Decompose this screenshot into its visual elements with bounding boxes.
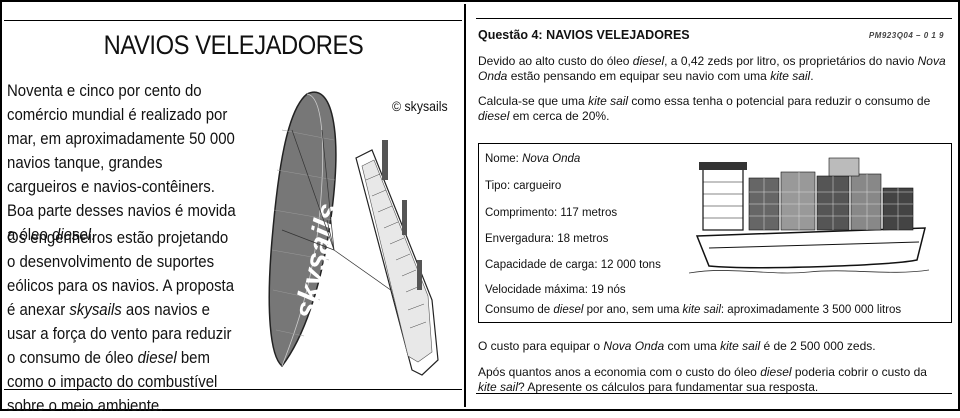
question-top-rule: [476, 18, 952, 19]
question-panel: Questão 4: NAVIOS VELEJADORES PM923Q04 –…: [466, 4, 956, 405]
spec-speed: Velocidade máxima: 19 nós: [485, 284, 626, 296]
bottom-rule: [4, 389, 462, 390]
spec-consumption: Consumo de diesel por ano, sem uma kite …: [485, 304, 902, 316]
question-bottom-rule: [476, 393, 952, 394]
spec-capacity: Capacidade de carga: 12 000 tons: [485, 259, 661, 271]
image-credit: © skysails: [392, 98, 448, 114]
panel-divider: [464, 4, 466, 407]
top-rule: [4, 20, 462, 21]
ship-specs-box: Nome: Nova Onda Tipo: cargueiro Comprime…: [478, 143, 952, 323]
question-code: PM923Q04 – 0 1 9: [868, 31, 944, 40]
spec-type: Tipo: cargueiro: [485, 180, 562, 192]
stimulus-paragraph-1: Noventa e cinco por cento do comércio mu…: [7, 81, 236, 244]
stimulus-paragraph-2: Os engenheiros estão projetando o desenv…: [7, 228, 235, 415]
spec-beam: Envergadura: 18 metros: [485, 233, 609, 245]
cargo-ship-illustration: [689, 157, 930, 274]
stimulus-title: NAVIOS VELEJADORES: [103, 30, 364, 60]
kite-ship-illustration: skysails: [268, 91, 439, 376]
question-title: Questão 4: NAVIOS VELEJADORES: [478, 28, 690, 42]
spec-length: Comprimento: 117 metros: [485, 207, 618, 219]
stimulus-panel: NAVIOS VELEJADORES Noventa e cinco por c…: [4, 4, 463, 415]
question-paragraph-1: Devido ao alto custo do óleo diesel, a 0…: [478, 54, 946, 83]
question-paragraph-3: O custo para equipar o Nova Onda com uma…: [478, 339, 876, 353]
spec-name: Nome: Nova Onda: [485, 153, 581, 165]
question-prompt: Após quantos anos a economia com o custo…: [478, 365, 927, 394]
question-paragraph-2: Calcula-se que uma kite sail como essa t…: [478, 94, 931, 123]
